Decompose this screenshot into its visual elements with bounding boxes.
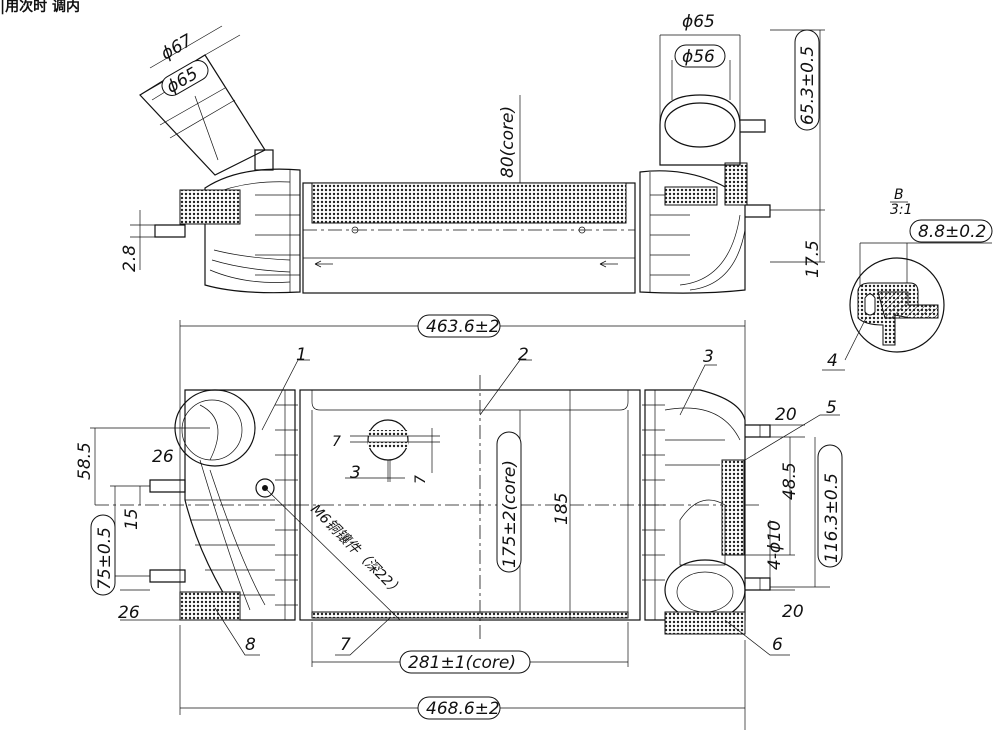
dim-d65-right: ϕ65: [682, 12, 715, 32]
dim-d3: 3: [350, 463, 361, 483]
dim-d67: ϕ67: [158, 31, 197, 65]
balloon-2: 2: [518, 345, 529, 365]
dim-d75: 75±0.5: [95, 527, 115, 590]
left-tank-top: [204, 168, 301, 294]
dim-d20-bot: 20: [782, 602, 804, 622]
dim-w463-6: 463.6±2: [426, 317, 500, 337]
dim-d26-bot: 26: [118, 603, 140, 623]
detail-b: B 3:1 8.8±0.2 4: [822, 187, 993, 371]
balloon-7: 7: [340, 635, 351, 655]
top-view: ϕ67 ϕ65 ϕ65 ϕ56 65.3±0.5 17.5 80(core) 2…: [120, 12, 825, 294]
dim-d7-a: 7: [332, 434, 341, 450]
balloon-6: 6: [772, 635, 783, 655]
dim-core175: 175±2(core): [500, 460, 520, 568]
dim-d56: ϕ56: [682, 47, 715, 67]
balloon-5: 5: [826, 398, 837, 418]
dim-d185: 185: [552, 493, 572, 525]
dim-d48-5: 48.5: [780, 462, 800, 500]
dim-d17-5: 17.5: [803, 240, 823, 278]
dim-w468-6: 468.6±2: [426, 699, 500, 719]
right-pipe-top: [659, 94, 741, 166]
dim-core80: 80(core): [498, 106, 518, 178]
note-insert: M6铜镶件（深22）: [307, 502, 405, 600]
front-view: 7 3 7 M6铜镶件（深22） 463.6±2 468.6±2 281±1(c…: [75, 314, 843, 730]
dim-d20-top: 20: [775, 405, 797, 425]
dim-d116-3: 116.3±0.5: [822, 473, 842, 563]
dim-d58-5: 58.5: [75, 442, 95, 480]
dim-d26-top: 26: [152, 447, 174, 467]
dim-d15: 15: [122, 508, 142, 530]
balloon-3: 3: [703, 347, 714, 367]
dim-d8-8: 8.8±0.2: [918, 222, 986, 242]
dim-d7-b: 7: [413, 475, 429, 484]
balloon-4: 4: [827, 351, 838, 371]
right-tank-top: [639, 170, 746, 294]
detail-scale: 3:1: [890, 202, 913, 218]
header-text: |用次时 调内: [0, 0, 80, 15]
dim-holes: 4-ϕ10: [765, 520, 785, 570]
dim-h65-3: 65.3±0.5: [798, 46, 818, 125]
dim-d2-8: 2.8: [120, 245, 140, 272]
balloon-1: 1: [296, 345, 307, 365]
dim-core281: 281±1(core): [408, 653, 516, 673]
balloon-8: 8: [245, 635, 256, 655]
detail-name: B: [894, 187, 904, 203]
